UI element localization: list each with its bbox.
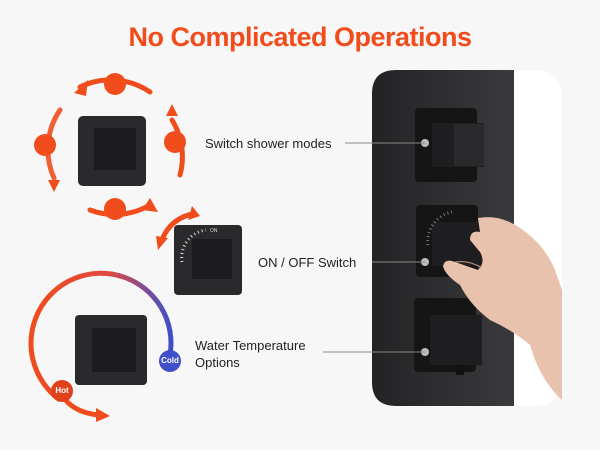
tub-spout-icon — [104, 198, 126, 220]
connector-lines — [323, 142, 425, 353]
panel-thermostat-valve — [414, 298, 482, 375]
page-title: No Complicated Operations — [128, 22, 472, 52]
panel-diverter-valve — [415, 108, 484, 182]
hot-badge: Hot — [51, 380, 73, 402]
thermostat-illustration — [28, 270, 174, 422]
temperature-label-line2: Options — [195, 355, 240, 370]
onoff-illustration: ON — [156, 206, 242, 295]
on-marker: ON — [210, 228, 218, 234]
shower-modes-label: Switch shower modes — [205, 136, 332, 151]
temperature-label-line1: Water Temperature — [195, 338, 306, 353]
hand — [443, 217, 562, 400]
diverter-illustration — [34, 73, 186, 220]
shower-mode-icon — [104, 73, 126, 95]
body-jet-icon — [34, 134, 56, 156]
cold-badge: Cold — [159, 350, 181, 372]
onoff-label: ON / OFF Switch — [258, 255, 357, 270]
handheld-icon — [164, 131, 186, 153]
shower-panel — [372, 70, 562, 406]
